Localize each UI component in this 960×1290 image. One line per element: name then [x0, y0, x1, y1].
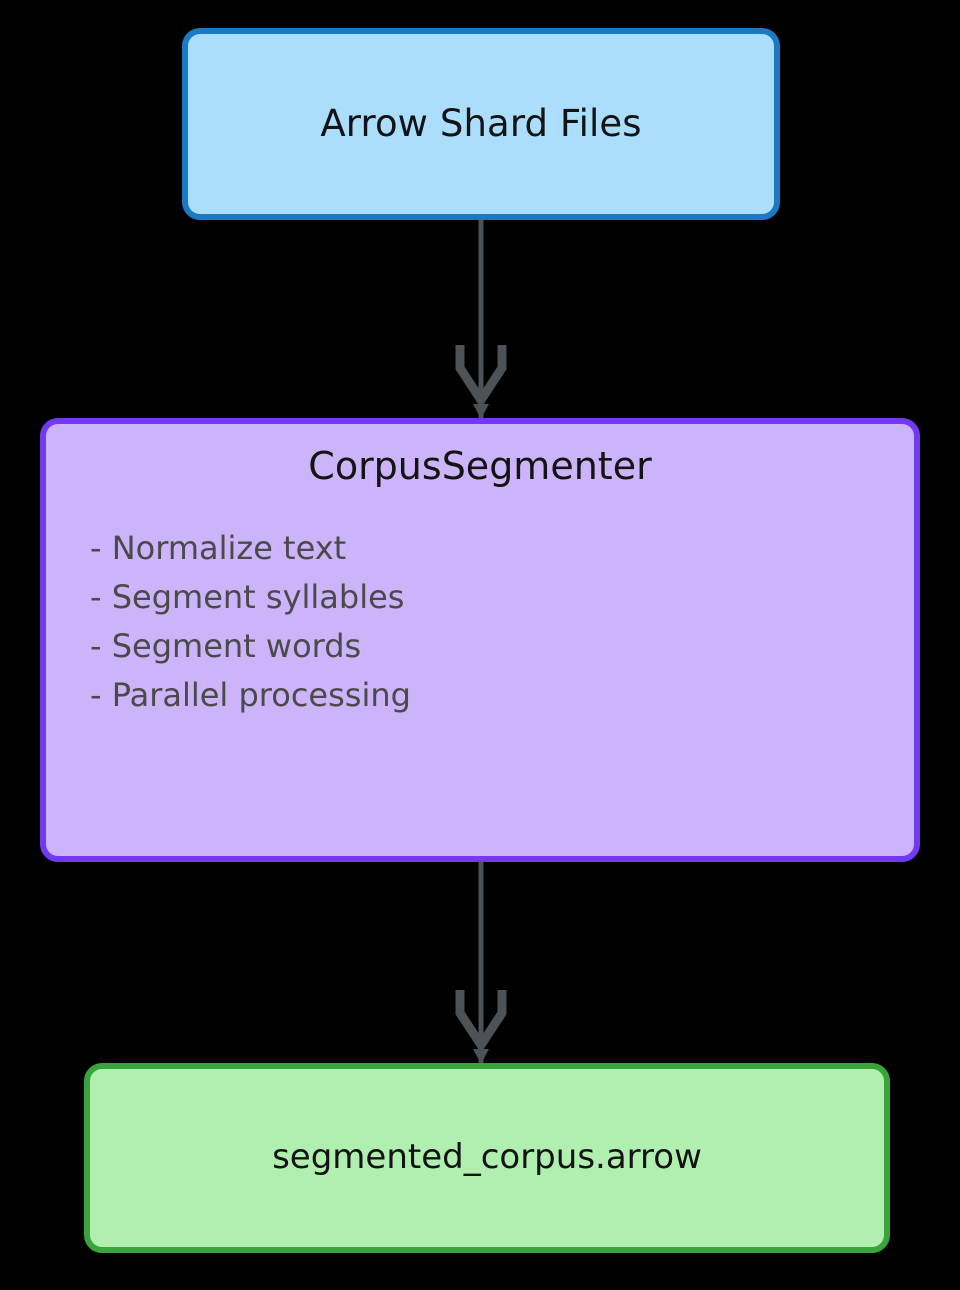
- edge-source-process: [455, 220, 507, 419]
- list-item: - Segment syllables: [90, 577, 405, 616]
- corpus-segmenter-feature-list: - Normalize text - Segment syllables - S…: [46, 524, 914, 720]
- list-item: - Parallel processing: [90, 675, 411, 714]
- node-segmented-corpus-arrow[interactable]: segmented_corpus.arrow: [84, 1063, 890, 1253]
- list-item: - Segment words: [90, 626, 362, 665]
- node-corpus-segmenter-label: CorpusSegmenter: [308, 444, 652, 488]
- node-arrow-shard-files-label: Arrow Shard Files: [320, 101, 642, 145]
- edge-process-output: [455, 862, 507, 1064]
- list-item: - Normalize text: [90, 528, 347, 567]
- node-segmented-corpus-arrow-label: segmented_corpus.arrow: [272, 1137, 702, 1178]
- node-arrow-shard-files[interactable]: Arrow Shard Files: [182, 28, 780, 220]
- node-corpus-segmenter[interactable]: CorpusSegmenter - Normalize text - Segme…: [40, 418, 920, 862]
